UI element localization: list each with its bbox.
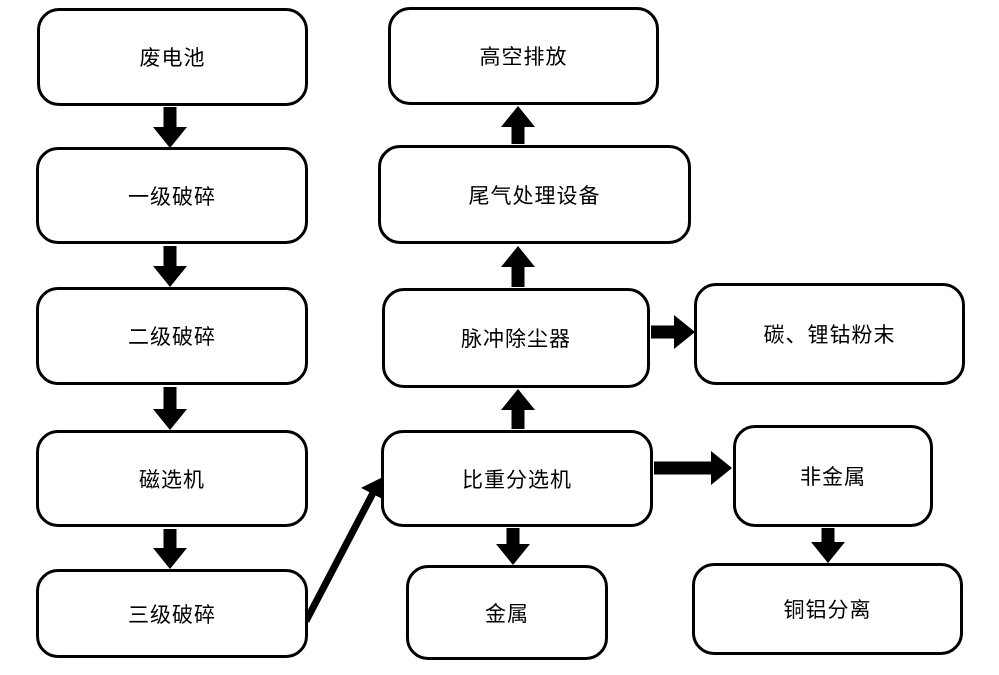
node-tertiary-crushing: 三级破碎 bbox=[36, 569, 308, 658]
node-gravity-separator-label: 比重分选机 bbox=[462, 467, 572, 492]
node-magnetic-separator: 磁选机 bbox=[36, 430, 308, 527]
node-pulse-dust-collector-label: 脉冲除尘器 bbox=[461, 327, 571, 351]
node-gravity-separator: 比重分选机 bbox=[381, 430, 653, 527]
node-waste-battery: 废电池 bbox=[37, 8, 308, 106]
node-copper-aluminum-separation-label: 铜铝分离 bbox=[783, 598, 872, 622]
node-non-metal: 非金属 bbox=[733, 425, 933, 527]
node-metal-label: 金属 bbox=[485, 601, 529, 626]
node-primary-crushing: 一级破碎 bbox=[36, 147, 308, 244]
node-secondary-crushing: 二级破碎 bbox=[36, 287, 308, 385]
node-carbon-lithium-cobalt-powder: 碳、锂钴粉末 bbox=[694, 283, 965, 385]
node-waste-battery-label: 废电池 bbox=[139, 46, 206, 70]
node-metal: 金属 bbox=[406, 565, 608, 660]
node-primary-crushing-label: 一级破碎 bbox=[128, 184, 216, 209]
node-secondary-crushing-label: 二级破碎 bbox=[128, 325, 216, 349]
node-magnetic-separator-label: 磁选机 bbox=[139, 467, 205, 492]
node-pulse-dust-collector: 脉冲除尘器 bbox=[382, 288, 650, 388]
node-tail-gas-treatment-label: 尾气处理设备 bbox=[468, 183, 601, 208]
node-copper-aluminum-separation: 铜铝分离 bbox=[692, 563, 963, 655]
node-tail-gas-treatment: 尾气处理设备 bbox=[378, 145, 691, 244]
node-carbon-lithium-cobalt-powder-label: 碳、锂钴粉末 bbox=[763, 323, 896, 347]
node-high-altitude-discharge-label: 高空排放 bbox=[479, 45, 568, 69]
node-tertiary-crushing-label: 三级破碎 bbox=[128, 602, 216, 627]
edge-tertiary-crushing-to-gravity-separator bbox=[302, 477, 385, 623]
node-high-altitude-discharge: 高空排放 bbox=[388, 7, 659, 105]
node-non-metal-label: 非金属 bbox=[800, 465, 866, 489]
